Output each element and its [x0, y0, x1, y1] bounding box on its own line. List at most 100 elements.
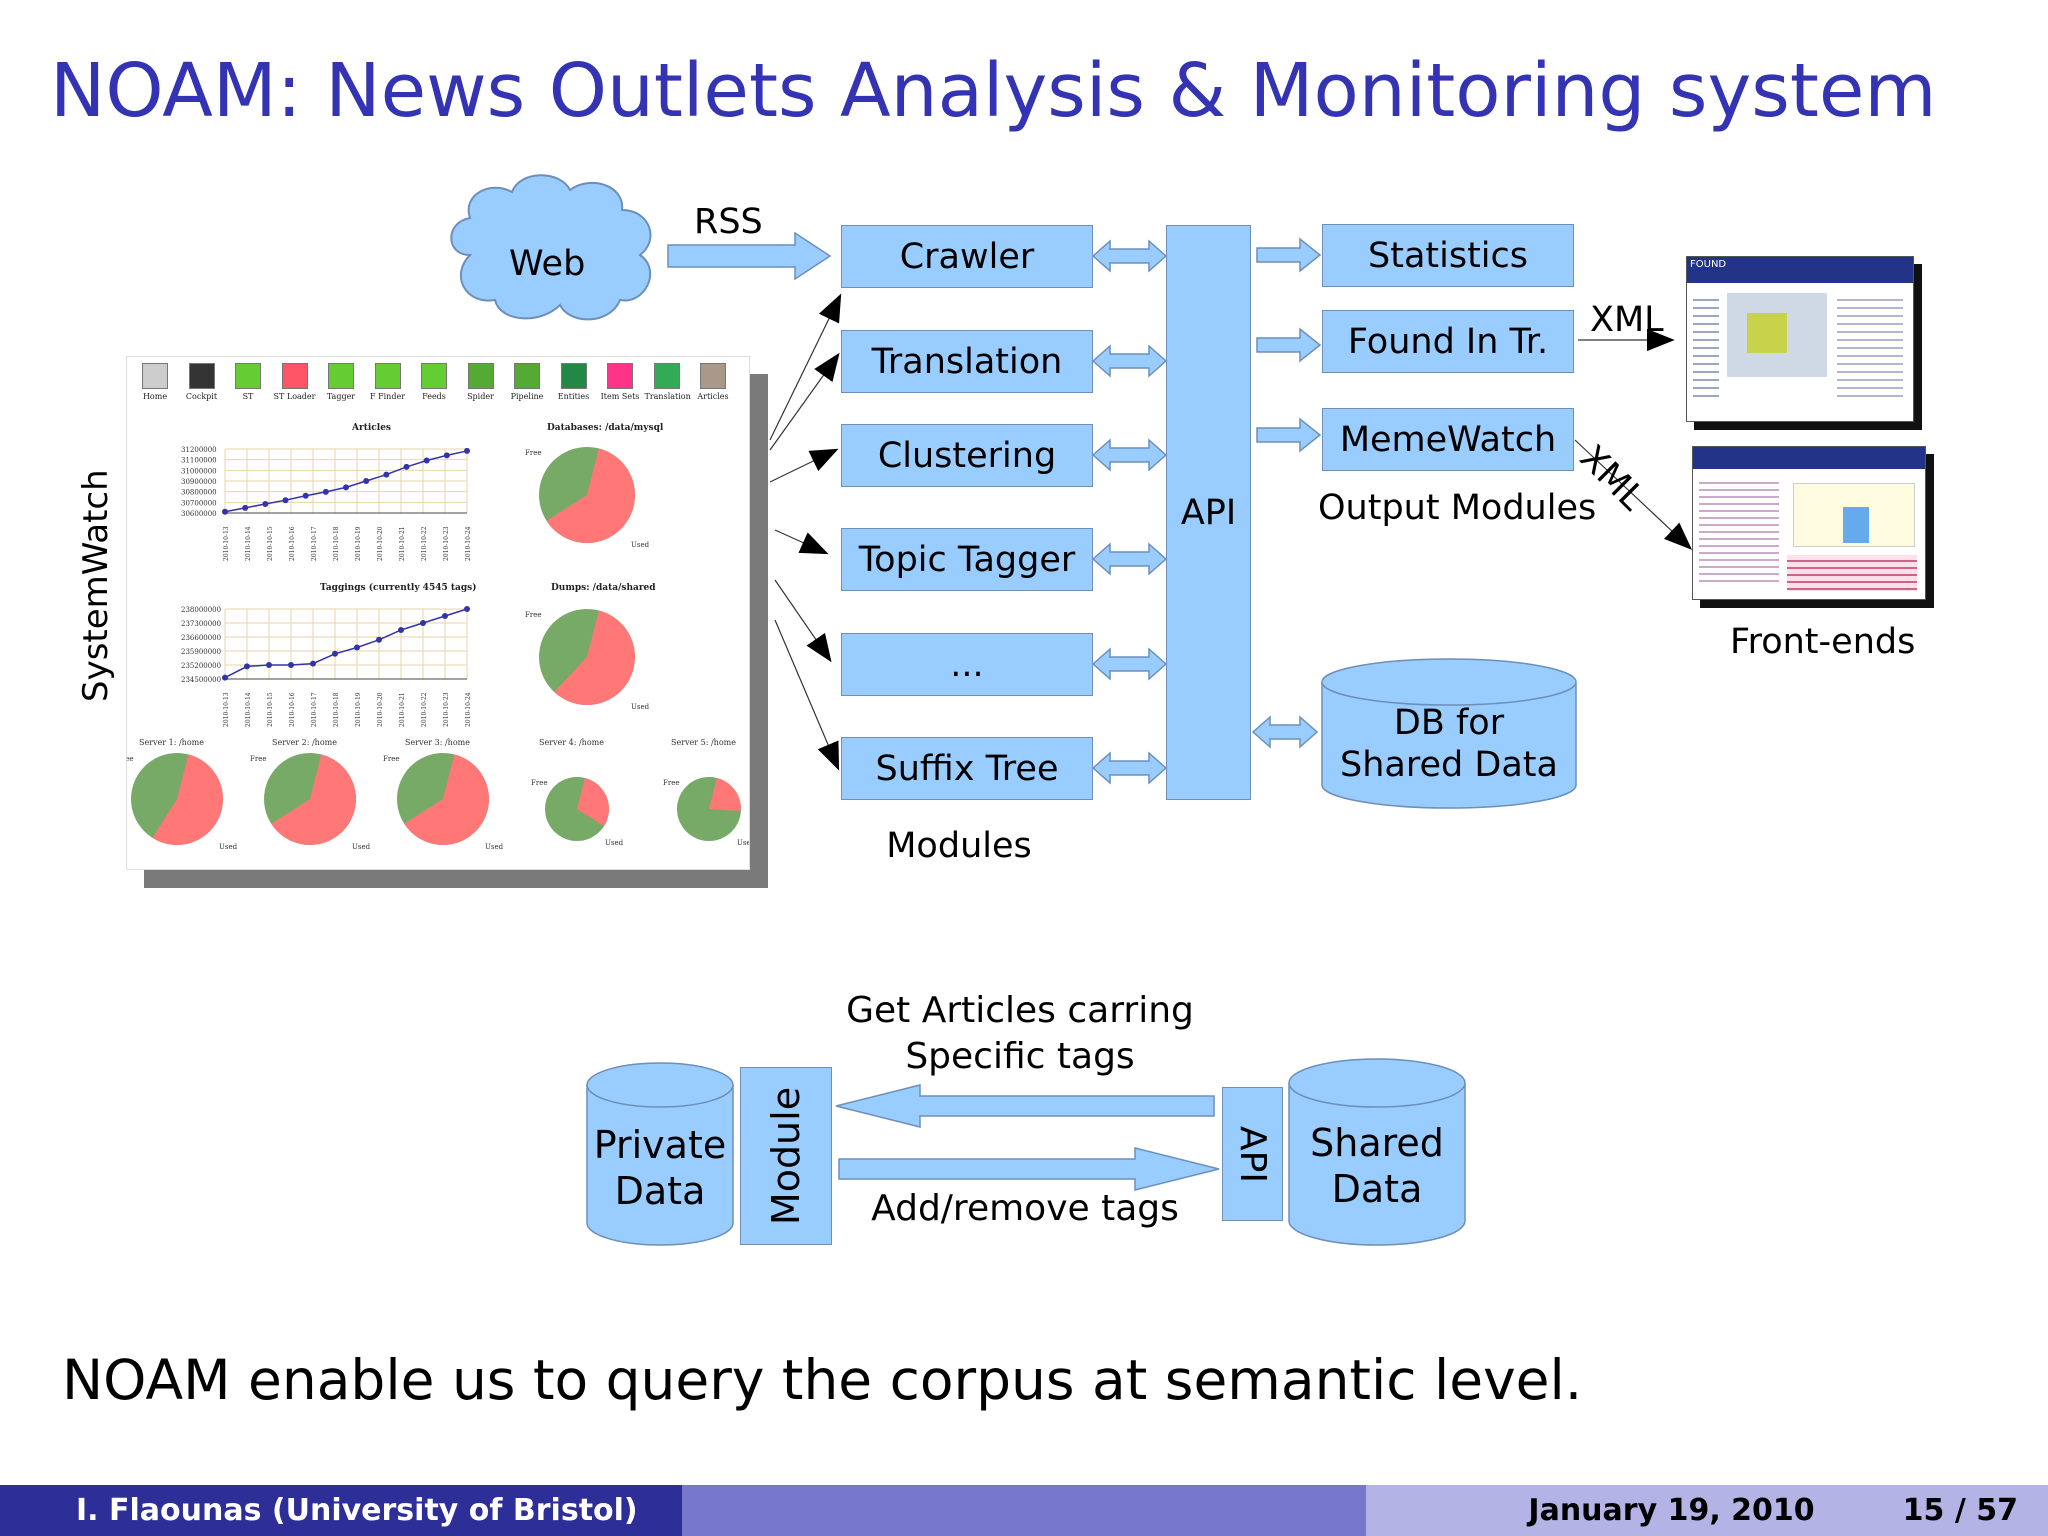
- taggings-chart-line: [224, 608, 468, 679]
- output-memewatch: MemeWatch: [1322, 408, 1574, 471]
- footer-author: I. Flaounas (University of Bristol): [0, 1485, 682, 1536]
- systemwatch-icon-caption: Feeds: [422, 392, 446, 401]
- footer-spacer: [682, 1485, 1366, 1536]
- taggings-chart-xtick: 2010-10-22: [421, 692, 428, 727]
- articles-chart-xtick: 2010-10-16: [289, 526, 296, 561]
- taggings-chart-point: [310, 660, 316, 667]
- systemwatch-icon-5[interactable]: F Finder: [366, 363, 410, 401]
- taggings-chart-xtick: 2010-10-19: [355, 692, 362, 727]
- articles-chart-point: [282, 497, 289, 504]
- systemwatch-icon-6[interactable]: Feeds: [412, 363, 456, 401]
- systemwatch-icon-1[interactable]: Cockpit: [180, 363, 224, 401]
- shared-data-line1: Shared: [1310, 1121, 1444, 1165]
- systemwatch-icon-3[interactable]: ST Loader: [273, 363, 317, 401]
- taggings-chart-xtick: 2010-10-24: [465, 692, 472, 727]
- systemwatch-label: SystemWatch: [76, 469, 116, 702]
- articles-chart-point: [242, 504, 249, 511]
- output-statistics: Statistics: [1322, 224, 1574, 287]
- taggings-chart-point: [398, 627, 404, 633]
- pie1-title: Databases: /data/mysql: [547, 423, 664, 433]
- pie-dumps-used-slice: [554, 610, 635, 705]
- taggings-chart-xtick: 2010-10-14: [245, 692, 252, 727]
- systemwatch-icon-7[interactable]: Spider: [459, 363, 503, 401]
- taggings-chart-ytick: 235900000: [181, 648, 221, 656]
- systemwatch-icon-caption: Item Sets: [600, 392, 640, 401]
- db-cylinder: [1321, 658, 1577, 809]
- articles-chart-xtick: 2010-10-13: [223, 526, 230, 561]
- articles-chart-point: [464, 447, 470, 454]
- taggings-chart-xtick: 2010-10-18: [333, 692, 340, 727]
- systemwatch-icon-caption: F Finder: [369, 392, 406, 401]
- taggings-chart-ytick: 237300000: [181, 620, 221, 628]
- systemwatch-f-finder-icon: [374, 363, 401, 389]
- module-crawler: Crawler: [841, 225, 1093, 288]
- taggings-chart-ytick: 238000000: [181, 606, 221, 614]
- taggings-chart-point: [442, 613, 448, 619]
- articles-chart-ytick: 30900000: [181, 478, 217, 486]
- systemwatch-icon-0[interactable]: Home: [133, 363, 177, 401]
- systemwatch-icon-4[interactable]: Tagger: [319, 363, 363, 401]
- articles-chart-ytick: 30600000: [181, 510, 217, 518]
- systemwatch-entities-icon: [560, 363, 587, 389]
- pie-server-5-used-slice: [709, 777, 742, 811]
- frontend-found-in-translation: FOUND: [1686, 256, 1914, 422]
- rss-arrow: [667, 231, 832, 281]
- pie-server-1-used-label: Used: [219, 843, 238, 851]
- found-logo: FOUND: [1690, 259, 1727, 270]
- systemwatch-icon-2[interactable]: ST: [226, 363, 270, 401]
- pie-server-3-used-slice: [404, 754, 490, 845]
- private-data-line1: Private: [593, 1123, 727, 1167]
- get-articles-line1: Get Articles carring: [846, 990, 1194, 1031]
- add-remove-label: Add/remove tags: [871, 1188, 1179, 1229]
- pie-server-2-used-slice: [271, 754, 356, 845]
- systemwatch-spider-icon: [467, 363, 494, 389]
- modules-label: Modules: [886, 826, 1032, 866]
- pie-server-1-used-slice: [152, 754, 223, 845]
- output-found-in-tr: Found In Tr.: [1322, 310, 1574, 373]
- api-box: API: [1166, 225, 1251, 800]
- footer-date-page: January 19, 2010 15 / 57: [1366, 1485, 2048, 1536]
- articles-chart-xtick: 2010-10-18: [333, 526, 340, 561]
- slide-title: NOAM: News Outlets Analysis & Monitoring…: [50, 48, 1937, 134]
- pie-server-2-used-label: Used: [352, 843, 371, 851]
- xml-arrow-2: [1574, 439, 1693, 550]
- systemwatch-articles-icon: [700, 363, 726, 389]
- systemwatch-home-icon: [142, 363, 168, 389]
- module-suffix-tree: Suffix Tree: [841, 737, 1093, 800]
- statement-text: NOAM enable us to query the corpus at se…: [62, 1348, 1583, 1412]
- pie-databases-used-slice: [546, 448, 635, 543]
- pie2-title: Dumps: /data/shared: [551, 583, 656, 593]
- module-clustering: Clustering: [841, 424, 1093, 487]
- taggings-chart-point: [332, 650, 338, 657]
- shared-data-line2: Data: [1331, 1167, 1423, 1211]
- pie-dumps-free-label: Free: [525, 611, 542, 619]
- articles-chart-point: [222, 508, 228, 515]
- systemwatch-icon-9[interactable]: Entities: [552, 363, 596, 401]
- taggings-chart-xtick: 2010-10-20: [377, 692, 384, 727]
- fan-arrows: [769, 293, 842, 771]
- systemwatch-item-sets-icon: [607, 363, 633, 389]
- web-label: Web: [509, 244, 586, 284]
- module-box: Module: [740, 1067, 832, 1245]
- systemwatch-icon-11[interactable]: Translation: [645, 363, 691, 401]
- articles-chart-point: [383, 471, 390, 478]
- systemwatch-icon-10[interactable]: Item Sets: [598, 363, 642, 401]
- articles-chart-ytick: 31200000: [181, 446, 217, 454]
- systemwatch-st-loader-icon: [281, 363, 308, 389]
- systemwatch-icon-caption: Articles: [697, 392, 729, 401]
- systemwatch-icon-12[interactable]: Articles: [691, 363, 735, 401]
- systemwatch-icon-caption: Entities: [557, 392, 590, 401]
- systemwatch-icon-8[interactable]: Pipeline: [505, 363, 549, 401]
- taggings-chart-xtick: 2010-10-16: [289, 692, 296, 727]
- api-output-arrows: [1256, 237, 1322, 453]
- articles-chart-point: [302, 492, 309, 499]
- articles-chart-xtick: 2010-10-15: [267, 526, 274, 561]
- articles-chart-xtick: 2010-10-20: [377, 526, 384, 561]
- module-box-label: Module: [764, 1086, 808, 1226]
- systemwatch-icon-caption: Tagger: [326, 392, 356, 401]
- systemwatch-pipeline-icon: [514, 363, 540, 389]
- module-topic-tagger: Topic Tagger: [841, 528, 1093, 591]
- footer-page: 15 / 57: [1902, 1493, 2018, 1528]
